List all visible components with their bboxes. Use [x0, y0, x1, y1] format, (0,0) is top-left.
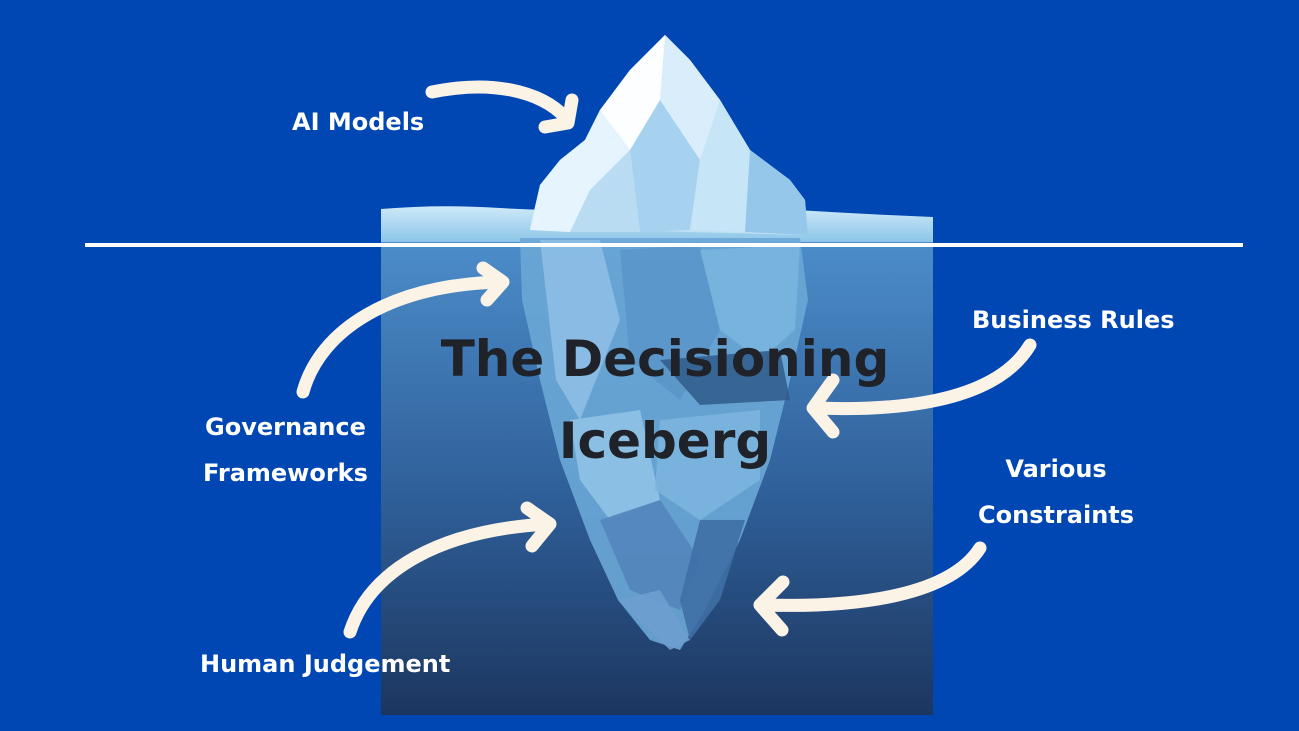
arrow-governance-head [476, 261, 510, 307]
label-various-constraints: Various Constraints [978, 446, 1134, 538]
submerged-iceberg [520, 238, 808, 650]
title-line-1: The Decisioning [440, 330, 890, 388]
arrow-business-rules-head [806, 373, 840, 439]
diagram-title: The Decisioning Iceberg [405, 318, 925, 482]
label-governance-line-1: Governance [205, 413, 366, 441]
label-various-line-1: Various [1005, 455, 1107, 483]
arrow-human-judgement-head [520, 501, 557, 553]
arrow-various-constraints-head [753, 575, 790, 637]
arrow-business-rules [808, 338, 1037, 416]
label-human-judgement: Human Judgement [200, 650, 451, 678]
iceberg-tip [530, 35, 808, 235]
arrow-governance [296, 275, 507, 399]
title-line-2: Iceberg [558, 412, 772, 470]
label-business-rules: Business Rules [972, 306, 1175, 334]
arrows [296, 80, 1037, 639]
arrow-human-judgement [343, 517, 555, 639]
arrow-ai-models-head [538, 93, 579, 134]
label-governance-frameworks: Governance Frameworks [203, 404, 368, 496]
label-governance-line-2: Frameworks [203, 459, 368, 487]
label-ai-models: AI Models [292, 108, 425, 136]
arrow-various-constraints [756, 541, 987, 612]
label-various-line-2: Constraints [978, 501, 1135, 529]
arrow-ai-models [425, 80, 573, 125]
